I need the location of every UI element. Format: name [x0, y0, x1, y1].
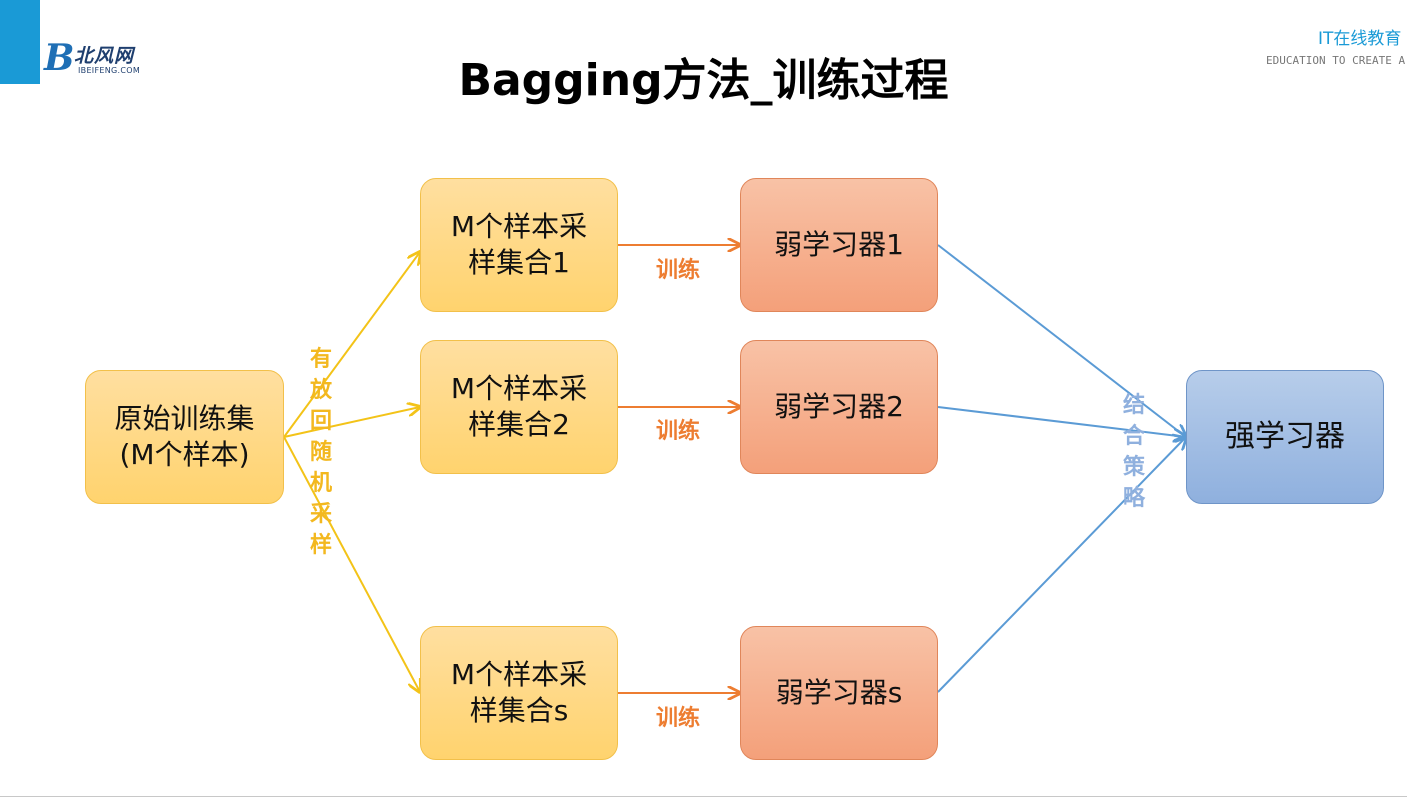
- sample-1-line-2: 样集合1: [468, 246, 570, 279]
- brand-en: EDUCATION TO CREATE A F: [1266, 54, 1407, 67]
- weak-learner-box-s: 弱学习器s: [740, 626, 938, 760]
- logo-text: 北风网: [74, 45, 135, 67]
- logo: B 北风网 IBEIFENG.COM: [44, 40, 154, 80]
- train-label-1: 训练: [656, 258, 701, 283]
- strong-learner-label: 强学习器: [1225, 419, 1345, 454]
- sample-set-box-s: M个样本采 样集合s: [420, 626, 618, 760]
- source-line-2: (M个样本): [119, 438, 250, 471]
- combine-strategy-label: 结合策略: [1122, 393, 1145, 511]
- sample-1-line-1: M个样本采: [450, 210, 588, 243]
- combine-arrow-s: [937, 437, 1186, 693]
- source-line-1: 原始训练集: [114, 402, 255, 435]
- sample-set-box-2: M个样本采 样集合2: [420, 340, 618, 474]
- weak-learner-box-1: 弱学习器1: [740, 178, 938, 312]
- weak-learner-1-label: 弱学习器1: [774, 228, 904, 261]
- sample-2-line-2: 样集合2: [468, 408, 570, 441]
- page-title: Bagging方法_训练过程: [458, 55, 949, 106]
- sample-2-line-1: M个样本采: [450, 372, 588, 405]
- logo-subtext: IBEIFENG.COM: [78, 66, 141, 75]
- sample-s-line-2: 样集合s: [469, 694, 569, 727]
- weak-learner-box-2: 弱学习器2: [740, 340, 938, 474]
- corner-accent-bar: [0, 0, 40, 84]
- sample-set-box-1: M个样本采 样集合1: [420, 178, 618, 312]
- source-training-set-box: 原始训练集 (M个样本): [85, 370, 284, 504]
- sample-arrow-2: [283, 407, 420, 438]
- train-label-2: 训练: [656, 419, 701, 444]
- strong-learner-box: 强学习器: [1186, 370, 1384, 504]
- footer-divider: [0, 796, 1407, 797]
- combine-arrow-2: [937, 406, 1186, 437]
- brand-cn: IT在线教育: [1318, 29, 1402, 49]
- sample-arrow-1: [283, 252, 420, 438]
- weak-learner-2-label: 弱学习器2: [774, 390, 904, 423]
- combine-arrow-1: [937, 244, 1186, 437]
- weak-learner-s-label: 弱学习器s: [775, 676, 903, 709]
- sample-arrow-s: [283, 436, 420, 692]
- logo-b-icon: B: [44, 37, 75, 79]
- sample-s-line-1: M个样本采: [450, 658, 588, 691]
- train-label-s: 训练: [656, 706, 701, 731]
- sampling-label: 有放回随机采样: [309, 347, 332, 558]
